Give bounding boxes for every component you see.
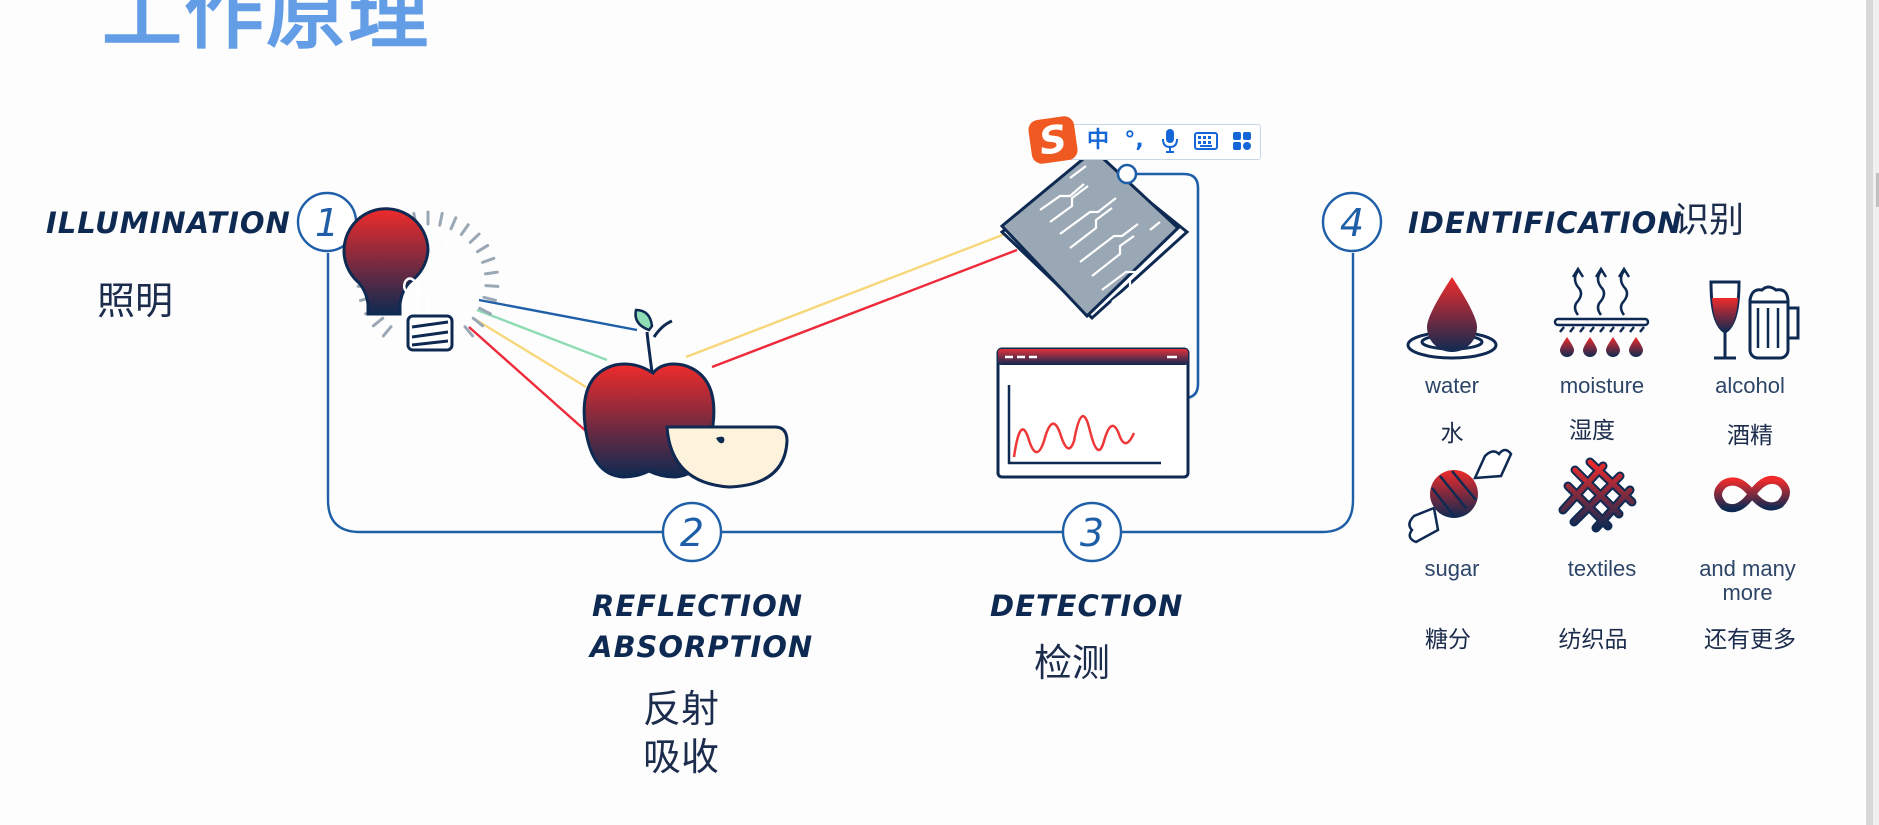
step-3-number: 3 [1080,511,1104,555]
step-2-number: 2 [680,511,704,555]
item-water-label-en: water [1425,373,1479,398]
bulb-glow-ray [483,270,499,276]
step-2-circle [661,501,723,563]
ray-red [468,326,588,433]
ray-yellow [472,316,587,389]
item-water-label-zh: 水 [1440,421,1464,447]
step-4-circle [1321,191,1383,253]
step-2-label-zh-line1: 反射 [643,687,720,731]
step-3-label-zh: 检测 [1034,641,1111,685]
sensor-chip-icon [999,148,1190,321]
ime-toolbar-bar [1056,124,1261,160]
item-textiles-label-zh: 纺织品 [1558,627,1628,653]
flow-connector [326,253,1355,534]
apple-icon [582,308,789,489]
spectrum-display-icon [996,347,1190,479]
item-alcohol-label-en: alcohol [1715,373,1785,398]
step-3-circle [1061,501,1123,563]
bulb-glow-ray [449,216,458,231]
item-alcohol-label-zh: 酒精 [1727,423,1773,449]
ime-mode-toggle[interactable]: 中 [1086,128,1109,153]
bulb-glow-ray [484,284,500,288]
scrollbar-thumb[interactable] [1876,173,1879,207]
microphone-icon[interactable] [1154,124,1186,158]
step-4-number: 4 [1340,201,1364,245]
item-moisture-label-zh: 湿度 [1569,418,1615,444]
bulb-glow-ray [381,325,393,338]
page-title: 工作原理 [102,0,430,60]
cable-connector-top [1116,163,1138,185]
ime-toolbar[interactable]: S 中 °, [1027,115,1262,165]
bulb-glow-ray [475,243,490,254]
reflected-ray-yellow [685,232,1006,359]
ime-logo-icon[interactable]: S [1027,115,1079,165]
ray-green [476,308,608,362]
step-number-circles [296,191,1383,563]
light-rays [468,232,1018,433]
bulb-glow-ray [471,316,485,328]
bulb-glow-ray [468,232,481,244]
bulb-glow-ray [459,223,470,237]
bulb-glow-ray [482,295,498,302]
item-sugar-label-zh: 糖分 [1425,627,1471,653]
step-4-label-zh: 识别 [1674,201,1745,241]
ime-punctuation-toggle[interactable]: °, [1124,128,1144,153]
alcohol-icon [1709,280,1800,360]
bulb-glow-ray [371,316,385,328]
scrollbar-track[interactable] [1866,0,1879,825]
infinity-icon [1714,475,1790,513]
item-more-label-en: and many more [1699,556,1796,606]
step-2-label-en-line2: ABSORPTION [590,630,814,664]
textile-icon [1558,457,1637,533]
ray-blue [478,298,638,332]
bulb-glow-ray [478,306,492,316]
spectrum-curve [1012,415,1136,458]
step-1-label-en: ILLUMINATION [46,206,291,240]
bulb-glow-ray [438,211,444,227]
keyboard-icon[interactable] [1190,124,1222,158]
step-2-label-zh-line2: 吸收 [643,735,720,779]
bulb-glow-ray [481,256,496,264]
step-3-label-en: DETECTION [990,589,1184,623]
item-textiles-label-en: textiles [1567,556,1637,581]
lightbulb-icon [342,207,500,352]
item-sugar-label-en: sugar [1424,556,1480,581]
bulb-glow-ray [463,325,475,338]
step-4-label-en: IDENTIFICATION [1408,206,1683,240]
item-moisture-label-en: moisture [1559,373,1645,398]
reflected-ray-red [711,248,1018,369]
apps-grid-icon[interactable] [1226,124,1258,158]
step-2-label-en-line1: REFLECTION [592,589,804,623]
step-1-number: 1 [315,201,339,245]
step-1-label-zh: 照明 [97,279,174,323]
item-more-label-zh: 还有更多 [1704,627,1796,653]
moisture-icon [1553,266,1650,357]
water-drop-icon [1406,277,1498,360]
candy-icon [1408,448,1513,544]
